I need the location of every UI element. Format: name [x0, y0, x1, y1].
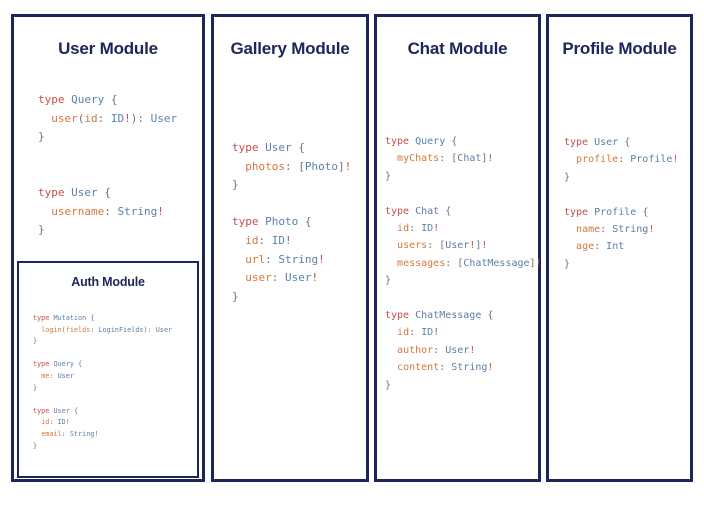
schema-code-gallery: type User { photos: [Photo]! } type Phot… [232, 141, 352, 303]
module-card-gallery[interactable]: Gallery Module type User { photos: [Phot… [211, 14, 369, 482]
module-card-user[interactable]: User Module type Query { user(id: ID!): … [11, 14, 205, 482]
module-title-auth: Auth Module [71, 275, 145, 289]
module-title-chat: Chat Module [407, 39, 508, 58]
schema-code-profile: type User { profile: Profile! } type Pro… [564, 137, 679, 270]
module-card-chat[interactable]: Chat Module type Query { myChats: [Chat]… [374, 14, 542, 482]
module-title-user: User Module [58, 39, 158, 58]
module-title-gallery: Gallery Module [230, 39, 350, 58]
module-card-auth[interactable]: Auth Module type Mutation { login(fields… [17, 261, 199, 478]
module-title-profile: Profile Module [562, 39, 677, 58]
module-card-profile[interactable]: Profile Module type User { profile: Prof… [546, 14, 693, 482]
schema-code-user: type Query { user(id: ID!): User } type … [38, 93, 178, 237]
schema-code-chat: type Query { myChats: [Chat]! } type Cha… [385, 136, 542, 391]
schema-code-auth: type Mutation { login(fields: LoginField… [33, 314, 173, 450]
